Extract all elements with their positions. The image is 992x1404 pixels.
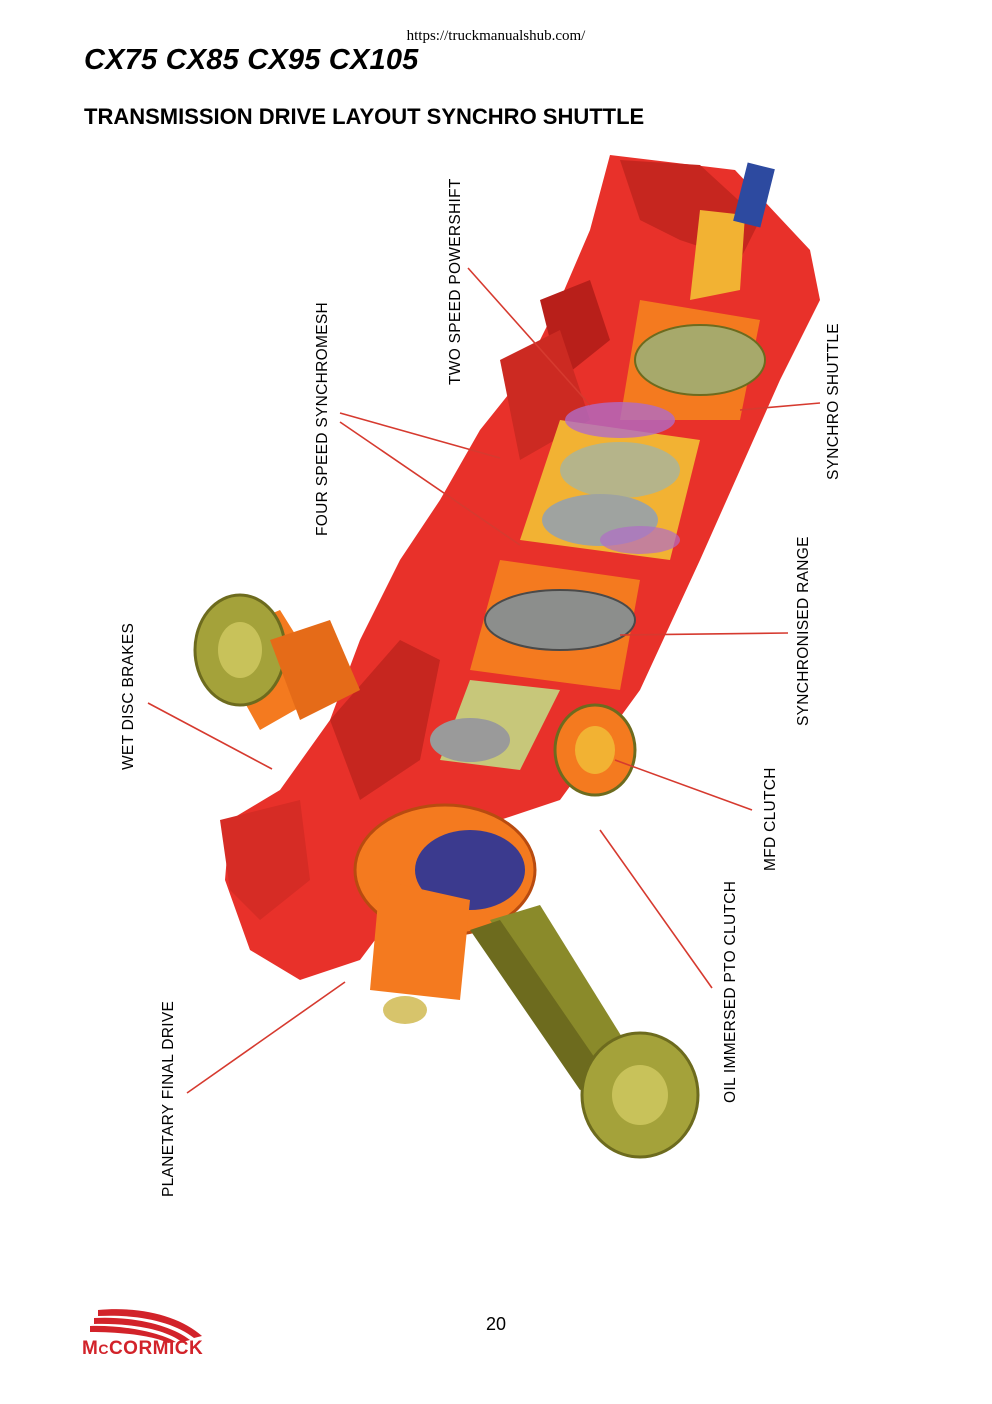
label-oil-immersed-pto-clutch: OIL IMMERSED PTO CLUTCH — [722, 880, 739, 1103]
label-wet-disc-brakes: WET DISC BRAKES — [120, 622, 137, 770]
mccormick-logo-text: MCCORMICK — [82, 1338, 203, 1360]
source-url: https://truckmanualshub.com/ — [406, 28, 586, 44]
label-synchro-shuttle: SYNCHRO SHUTTLE — [825, 323, 842, 480]
left-axle-assembly — [193, 593, 360, 730]
label-mfd-clutch: MFD CLUTCH — [762, 767, 779, 871]
label-two-speed-powershift: TWO SPEED POWERSHIFT — [447, 178, 464, 385]
leader-lines — [147, 267, 821, 1094]
right-axle-assembly — [353, 803, 700, 1159]
page-title: TRANSMISSION DRIVE LAYOUT SYNCHRO SHUTTL… — [84, 104, 645, 129]
logo-word-rest: CORMICK — [108, 1338, 204, 1359]
label-planetary-final-drive: PLANETARY FINAL DRIVE — [160, 1000, 177, 1197]
logo-letter-c: C — [98, 1341, 109, 1357]
transmission-cutaway-illustration — [147, 155, 821, 1159]
label-four-speed-synchromesh: FOUR SPEED SYNCHROMESH — [314, 302, 331, 536]
model-heading: CX75 CX85 CX95 CX105 — [84, 44, 419, 76]
label-synchronised-range: SYNCHRONISED RANGE — [795, 536, 812, 726]
mccormick-logo-swoosh — [90, 1309, 202, 1343]
page-number: 20 — [485, 1314, 507, 1334]
logo-letter-m: M — [82, 1338, 99, 1359]
gear-train — [430, 162, 775, 797]
